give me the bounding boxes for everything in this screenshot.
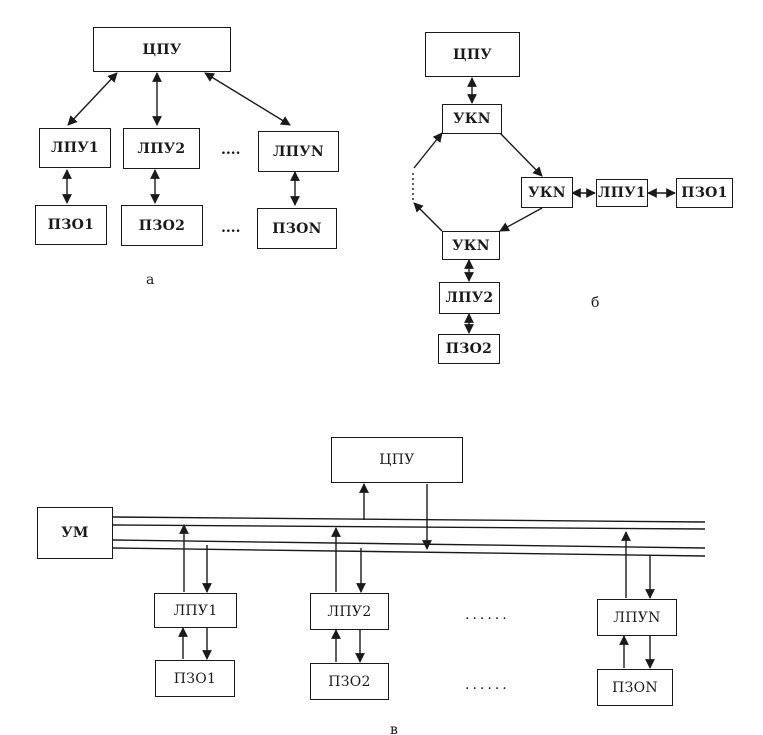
a-pzo2-box: ПЗО2 <box>121 205 203 246</box>
c-pzon-box: ПЗОN <box>597 669 673 706</box>
a-lpu1-box: ЛПУ1 <box>39 128 111 168</box>
a-pzon-box: ПЗОN <box>257 208 337 249</box>
a-pzo1-box: ПЗО1 <box>35 205 107 245</box>
b-ukn-right-box: УКN <box>521 177 573 208</box>
c-pzo2-box: ПЗО2 <box>310 663 389 700</box>
bus-line-1 <box>112 516 706 523</box>
a-lpu2-box: ЛПУ2 <box>123 128 200 169</box>
ring-ukn-right-to-bottom <box>499 207 543 232</box>
b-caption: б <box>591 295 600 311</box>
c-um-box: УМ <box>37 507 113 559</box>
ring-ukn-top-to-right <box>499 132 543 177</box>
c-dots-row2: ...... <box>465 677 510 693</box>
c-caption: в <box>390 722 398 735</box>
bus-line-4 <box>112 547 706 557</box>
arrow-cpu-lpun <box>204 72 291 126</box>
ring-dots-to-ukn-top <box>413 132 443 169</box>
a-dots-row2: .... <box>221 220 241 236</box>
a-caption: а <box>146 272 155 288</box>
b-ukn-bottom-box: УКN <box>442 231 500 260</box>
arrow-cpu-lpu1 <box>67 72 118 126</box>
ring-ukn-bottom-to-dots <box>413 202 443 232</box>
b-lpu2-box: ЛПУ2 <box>439 282 500 314</box>
c-cpu-box: ЦПУ <box>331 437 463 483</box>
b-lpu1-box: ЛПУ1 <box>596 179 648 207</box>
c-lpu1-box: ЛПУ1 <box>154 593 237 628</box>
c-pzo1-box: ПЗО1 <box>155 660 235 697</box>
b-cpu-box: ЦПУ <box>425 32 520 77</box>
a-dots-row1: .... <box>221 142 241 158</box>
b-pzo2-box: ПЗО2 <box>438 334 500 364</box>
bus-line-2 <box>112 524 706 530</box>
c-lpu2-box: ЛПУ2 <box>310 593 389 630</box>
b-ukn-top-box: УКN <box>442 104 502 134</box>
c-dots-row1: ...... <box>465 607 510 623</box>
a-lpun-box: ЛПУN <box>258 131 339 172</box>
a-cpu-box: ЦПУ <box>93 27 231 72</box>
c-lpun-box: ЛПУN <box>597 599 677 636</box>
bus-line-3 <box>112 539 706 549</box>
b-pzo1-box: ПЗО1 <box>676 178 733 208</box>
